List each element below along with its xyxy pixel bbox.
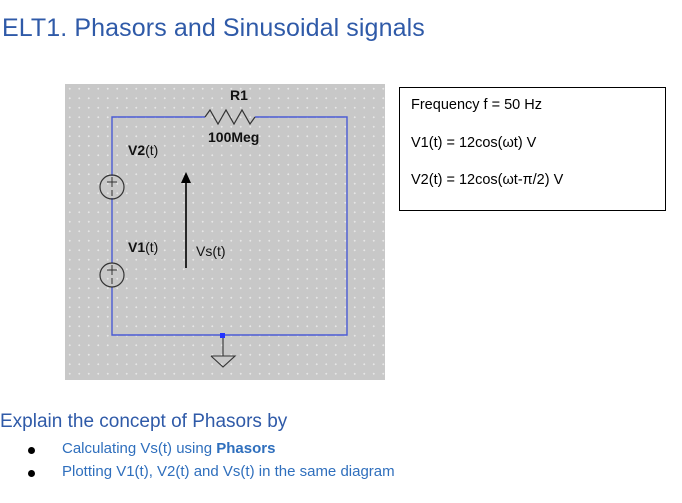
r1-value-label: 100Meg [208,129,260,145]
bullet-icon [28,470,35,477]
signal-info-box: Frequency f = 50 Hz V1(t) = 12cos(ωt) V … [399,87,666,211]
resistor-r1-icon [204,108,256,126]
vs-label: Vs(t) [196,243,226,259]
v1-label: V1(t) [128,239,159,255]
page-title: ELT1. Phasors and Sinusoidal signals [2,14,425,42]
wire-right [111,116,348,336]
bullet1-text: Calculating Vs(t) using [62,440,217,457]
frequency-text: Frequency f = 50 Hz [411,97,542,113]
vs-arrow-icon [181,172,191,268]
circuit-schematic: R1 100Meg V2(t) V1(t) Vs(t) [65,84,385,380]
ground-icon [210,333,237,368]
v2-label: V2(t) [128,142,159,158]
explain-intro: Explain the concept of Phasors by [0,411,288,432]
voltage-source-v2-icon [99,174,125,200]
r1-name-label: R1 [230,87,248,103]
v2-equation: V2(t) = 12cos(ωt-π/2) V [411,172,564,188]
voltage-source-v1-icon [99,262,125,288]
circuit-drawing [99,108,348,368]
bullet-icon [28,447,35,454]
wire-left-top [111,116,205,176]
v1-equation: V1(t) = 12cos(ωt) V [411,135,537,151]
bullet2-text: Plotting V1(t), V2(t) and Vs(t) in the s… [62,463,395,480]
bullet1-bold-text: Phasors [216,440,276,457]
